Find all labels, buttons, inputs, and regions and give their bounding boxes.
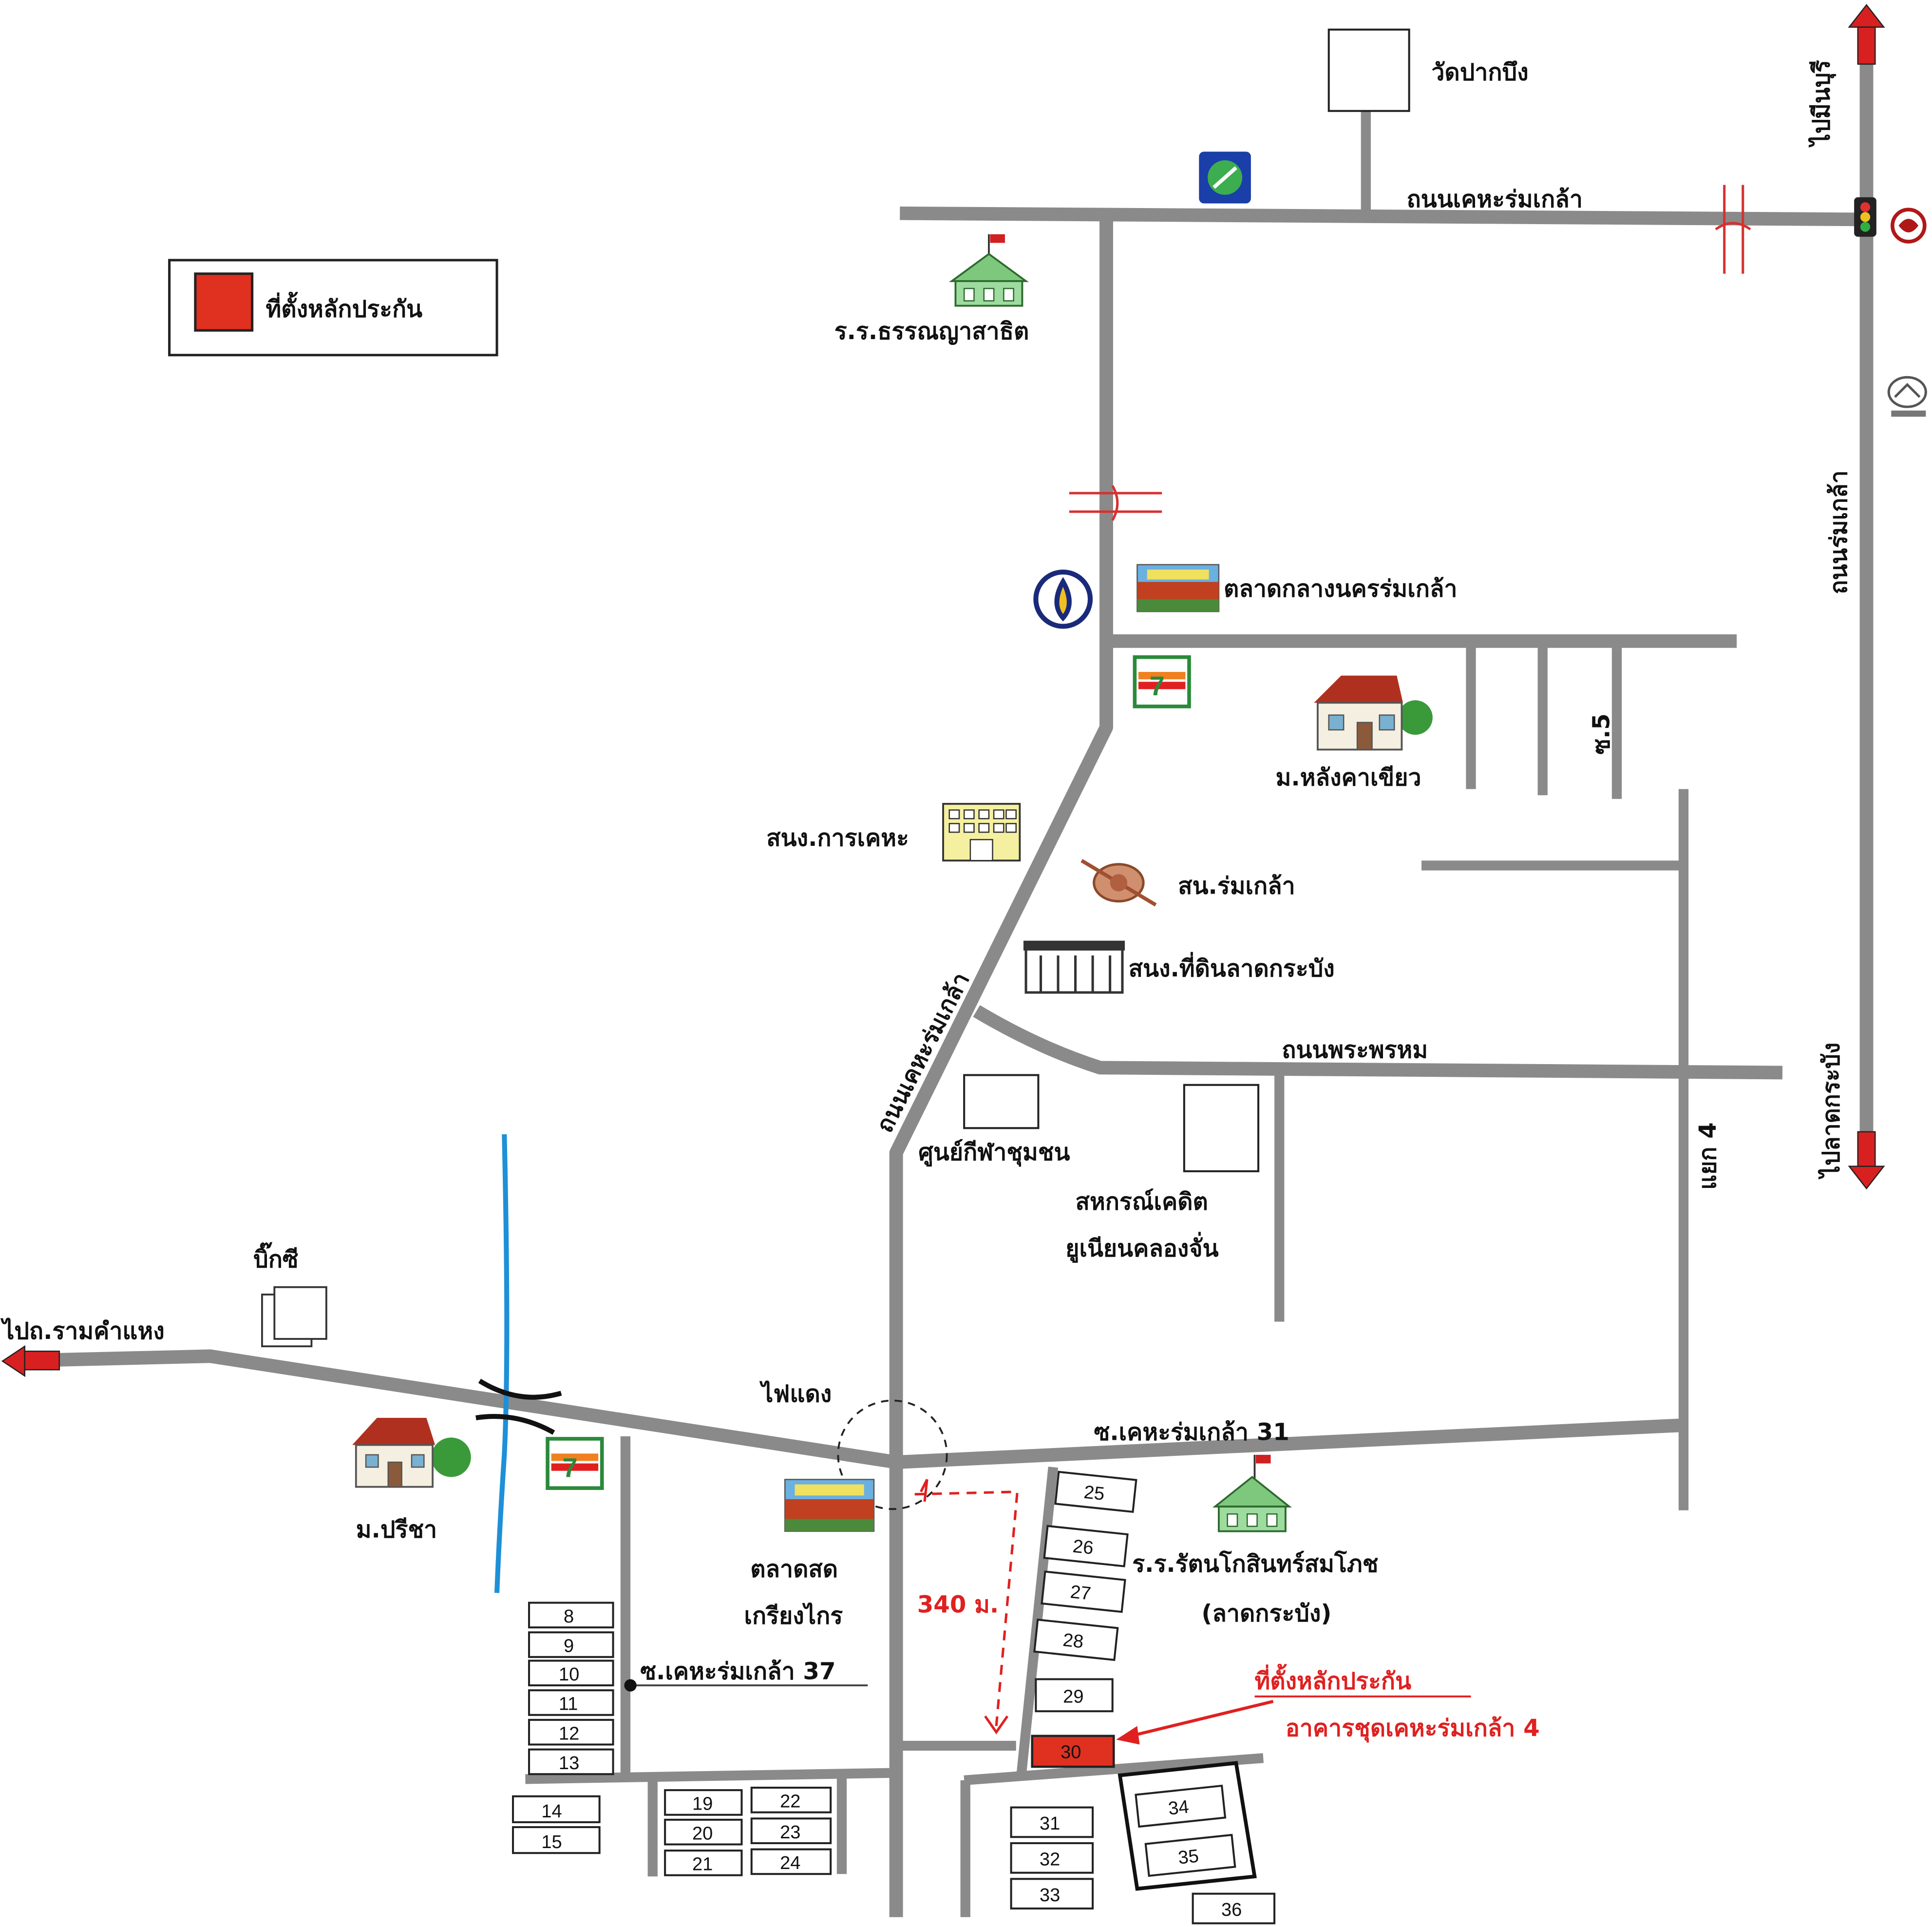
block-label: 36 xyxy=(1221,1900,1242,1920)
sports-center-box xyxy=(963,1074,1040,1129)
coop-label-1: สหกรณ์เคดิต xyxy=(1076,1188,1208,1215)
nha-office-label: สนง.การเคหะ xyxy=(766,824,909,852)
house-icon xyxy=(352,1417,471,1488)
mazda-icon xyxy=(1887,376,1927,417)
wat-box xyxy=(1327,28,1410,112)
legend-label: ที่ตั้งหลักประกัน xyxy=(266,291,423,323)
roads xyxy=(55,24,1874,1917)
fuel-station-icon xyxy=(1199,152,1251,204)
block-label: 11 xyxy=(559,1694,578,1715)
block-label: 34 xyxy=(1167,1797,1190,1819)
block-label: 24 xyxy=(780,1853,800,1873)
traffic-light-icon xyxy=(1854,197,1876,237)
block-label: 26 xyxy=(1072,1536,1095,1559)
store-icon xyxy=(261,1286,327,1348)
school-icon xyxy=(1212,1454,1292,1532)
wat-label: วัดปากบึง xyxy=(1431,59,1528,86)
route-path xyxy=(914,1479,1019,1735)
block-label: 12 xyxy=(559,1723,579,1744)
market-fresh-label-1: ตลาดสด xyxy=(750,1555,838,1583)
market-icon xyxy=(1136,564,1220,612)
block-label: 9 xyxy=(564,1636,574,1657)
block-label: 28 xyxy=(1062,1630,1085,1652)
junction-4-label: แยก 4 xyxy=(1694,1122,1722,1189)
market-fresh-label-2: เกรียงไกร xyxy=(744,1602,843,1630)
target-block xyxy=(1031,1735,1115,1768)
block-label: 32 xyxy=(1040,1850,1060,1870)
legend-swatch xyxy=(194,272,254,332)
soi-5-label: ซ.5 xyxy=(1588,713,1615,754)
police-label: สน.ร่มเกล้า xyxy=(1178,873,1295,900)
block-label: 10 xyxy=(559,1664,579,1685)
market-icon xyxy=(784,1479,875,1532)
block-label: 23 xyxy=(780,1822,800,1843)
arrow-left-icon xyxy=(1,1345,60,1377)
school-2-sub-label: (ลาดกระบัง) xyxy=(1201,1600,1331,1627)
block-label: 20 xyxy=(692,1823,713,1844)
bridge-icon xyxy=(1069,485,1162,521)
block-label: 13 xyxy=(559,1753,579,1774)
coop-label-2: ยูเนียนคลองจั่น xyxy=(1065,1232,1218,1263)
village-preecha-label: ม.ปรีชา xyxy=(356,1516,437,1543)
blocks-right: 25 26 27 28 29 30 31 32 33 34 35 36 xyxy=(1010,1470,1276,1925)
bank-icon xyxy=(1033,570,1093,629)
block-label: 22 xyxy=(780,1792,800,1812)
soi-37-label: ซ.เคหะร่มเกล้า 37 xyxy=(640,1658,835,1685)
legend: ที่ตั้งหลักประกัน xyxy=(168,259,498,357)
block-label: 15 xyxy=(541,1832,562,1852)
block-label: 35 xyxy=(1177,1846,1200,1869)
bridge-icon xyxy=(1715,185,1751,274)
school-1-label: ร.ร.ธรรณญาสาธิต xyxy=(834,318,1029,345)
to-minburi-label: ไปมีนบุรี xyxy=(1807,60,1836,148)
land-office-label: สนง.ที่ดินลาดกระบัง xyxy=(1129,952,1335,982)
bigc-label: บิ๊กซี xyxy=(253,1242,298,1273)
block-label: 14 xyxy=(541,1801,562,1822)
bank-icon xyxy=(1890,208,1927,244)
target-label-2: อาคารชุดเคหะร่มเกล้า 4 xyxy=(1286,1715,1540,1743)
blocks-middle: 19 20 21 22 23 24 xyxy=(664,1787,832,1876)
phraphrom-road-label: ถนนพระพรหม xyxy=(1282,1036,1428,1064)
traffic-light-label: ไฟแดง xyxy=(759,1380,832,1408)
blocks-left: 8 9 10 11 12 13 14 15 xyxy=(512,1602,614,1854)
sports-center-label: ศูนย์กีฬาชุมชน xyxy=(918,1139,1070,1167)
school-icon xyxy=(949,234,1029,307)
romklao-road-label: ถนนร่มเกล้า xyxy=(1825,470,1853,594)
target-arrow xyxy=(1116,1699,1274,1745)
house-icon xyxy=(1314,675,1433,751)
seven-eleven-icon: 7 xyxy=(546,1437,604,1490)
top-road-label: ถนนเคหะร่มเกล้า xyxy=(1407,186,1583,213)
block-label: 33 xyxy=(1040,1885,1060,1906)
block-label: 19 xyxy=(692,1794,713,1814)
block-label: 8 xyxy=(564,1606,574,1627)
arrow-down-icon xyxy=(1848,1131,1885,1190)
svg-text:7: 7 xyxy=(1150,671,1165,701)
block-label: 27 xyxy=(1069,1582,1092,1604)
land-office-icon xyxy=(1023,940,1125,994)
block-label: 30 xyxy=(1061,1742,1081,1762)
soi-31-label: ซ.เคหะร่มเกล้า 31 xyxy=(1094,1419,1289,1446)
coop-box xyxy=(1183,1084,1260,1172)
svg-text:7: 7 xyxy=(563,1452,578,1483)
block-label: 25 xyxy=(1083,1482,1106,1505)
block-label: 21 xyxy=(692,1854,713,1875)
school-2-label: ร.ร.รัตนโกสินทร์สมโภช xyxy=(1132,1550,1378,1578)
block-label: 29 xyxy=(1063,1687,1083,1707)
market-central-label: ตลาดกลางนครร่มเกล้า xyxy=(1224,575,1457,603)
traffic-light-circle xyxy=(837,1399,948,1510)
distance-label: 340 ม. xyxy=(917,1591,999,1619)
bridge-icon xyxy=(475,1378,562,1435)
arrow-up-icon xyxy=(1848,4,1885,65)
seven-eleven-icon: 7 xyxy=(1133,655,1191,708)
office-building-icon xyxy=(942,802,1021,862)
police-icon xyxy=(1080,859,1157,907)
to-latkrabang-label: ไปลาดกระบัง xyxy=(1818,1043,1845,1180)
village-green-label: ม.หลังคาเขียว xyxy=(1276,764,1421,791)
to-ramkhamhaeng-label: ไปถ.รามคำแหง xyxy=(0,1317,165,1345)
canal xyxy=(494,1134,510,1593)
target-label-1: ที่ตั้งหลักประกัน xyxy=(1254,1664,1411,1695)
block-label: 31 xyxy=(1040,1813,1060,1834)
